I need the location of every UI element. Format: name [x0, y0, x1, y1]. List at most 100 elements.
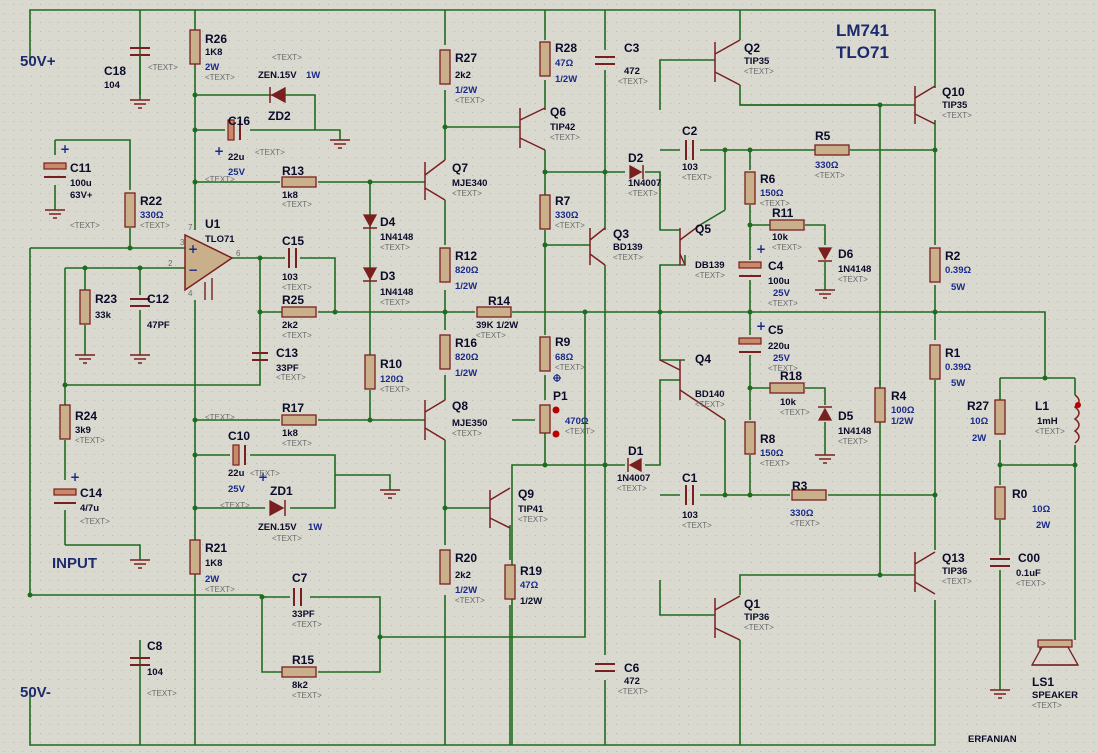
- component-text: <TEXT>: [565, 427, 595, 436]
- component-text: <TEXT>: [282, 331, 312, 340]
- r6-label: R6: [760, 172, 776, 186]
- component-text: 820Ω: [455, 352, 479, 363]
- r28-body: [539, 41, 551, 77]
- component-text: 0.39Ω: [945, 265, 971, 276]
- component-text: 820Ω: [455, 265, 479, 276]
- component-text: 8k2: [292, 680, 308, 691]
- component-text: 6: [236, 249, 241, 258]
- component-text: 33PF: [292, 609, 315, 620]
- component-text: <TEXT>: [148, 63, 178, 72]
- component-text: 22u: [228, 468, 245, 479]
- r23-label: R23: [95, 292, 117, 306]
- component-text: 10k: [780, 397, 797, 408]
- r7-body: [539, 194, 551, 230]
- component-text: <TEXT>: [744, 67, 774, 76]
- d1-label: D1: [628, 444, 644, 458]
- u1-label: U1: [205, 217, 221, 231]
- component-text: 472: [624, 676, 640, 687]
- c16-label: C16: [228, 114, 250, 128]
- component-text: 2W: [205, 62, 219, 73]
- component-text: −: [188, 263, 198, 277]
- r13-body: [281, 176, 317, 188]
- component-text: 470Ω: [565, 416, 589, 427]
- r0-label: R0: [1012, 487, 1028, 501]
- component-text: +: [756, 242, 766, 256]
- d6-label: D6: [838, 247, 854, 261]
- r21-body: [189, 539, 201, 575]
- component-text: 5W: [951, 282, 965, 293]
- c1-label: C1: [682, 471, 698, 485]
- component-text: 1/2W: [455, 368, 477, 379]
- component-text: <TEXT>: [628, 189, 658, 198]
- r0-body: [994, 486, 1006, 520]
- component-text: <TEXT>: [768, 299, 798, 308]
- p1-label: P1: [553, 389, 568, 403]
- component-text: 4: [188, 289, 193, 298]
- c18-label: C18: [104, 64, 126, 78]
- component-text: <TEXT>: [455, 96, 485, 105]
- component-text: <TEXT>: [744, 623, 774, 632]
- c5-label: C5: [768, 323, 784, 337]
- component-text: ZEN.15V: [258, 522, 297, 533]
- d2-label: D2: [628, 151, 644, 165]
- component-text: <TEXT>: [380, 298, 410, 307]
- component-text: 104: [147, 667, 164, 678]
- labels: LM741 TLO71 50V+ 50V- INPUT ERFANIAN + +…: [20, 21, 1078, 745]
- inductor-l1-coil: [1073, 394, 1081, 444]
- component-text: <TEXT>: [682, 173, 712, 182]
- component-text: <TEXT>: [772, 243, 802, 252]
- input-label: INPUT: [52, 555, 97, 572]
- component-text: SPEAKER: [1032, 690, 1078, 701]
- component-text: <TEXT>: [452, 429, 482, 438]
- component-text: <TEXT>: [80, 517, 110, 526]
- positive-rail-label: 50V+: [20, 53, 56, 70]
- component-text: 1/2W: [455, 585, 477, 596]
- r25-label: R25: [282, 293, 304, 307]
- component-text: MJE340: [452, 178, 487, 189]
- component-text: TIP36: [942, 566, 967, 577]
- r14-body: [476, 306, 512, 318]
- q3-label: Q3: [613, 227, 629, 241]
- component-text: +: [756, 319, 766, 333]
- component-text: TIP42: [550, 122, 575, 133]
- component-text: 0.1uF: [1016, 568, 1041, 579]
- component-text: 1/2W: [520, 596, 542, 607]
- component-text: 39K 1/2W: [476, 320, 518, 331]
- r17-label: R17: [282, 401, 304, 415]
- component-text: 120Ω: [380, 374, 404, 385]
- component-text: <TEXT>: [1032, 701, 1062, 710]
- component-text: 103: [682, 510, 698, 521]
- component-text: 100u: [768, 276, 790, 287]
- component-text: <TEXT>: [1016, 579, 1046, 588]
- q7-label: Q7: [452, 161, 468, 175]
- zd2-label: ZD2: [268, 109, 291, 123]
- component-text: <TEXT>: [768, 364, 798, 373]
- component-text: <TEXT>: [617, 484, 647, 493]
- component-text: 22u: [228, 152, 245, 163]
- r8-body: [744, 421, 756, 455]
- component-text: 1/2W: [555, 74, 577, 85]
- c2-label: C2: [682, 124, 698, 138]
- component-text: 103: [682, 162, 698, 173]
- q2-label: Q2: [744, 41, 760, 55]
- component-text: 220u: [768, 341, 790, 352]
- component-text: MJE350: [452, 418, 487, 429]
- r6-body: [744, 171, 756, 205]
- component-text: 1k8: [282, 428, 298, 439]
- component-text: <TEXT>: [272, 53, 302, 62]
- r14-label: R14: [488, 294, 510, 308]
- r2-body: [929, 247, 941, 283]
- component-text: <TEXT>: [942, 111, 972, 120]
- q6-label: Q6: [550, 105, 566, 119]
- r2-label: R2: [945, 249, 961, 263]
- c00-label: C00: [1018, 551, 1040, 565]
- component-text: 1K8: [205, 558, 222, 569]
- component-text: <TEXT>: [380, 385, 410, 394]
- component-text: <TEXT>: [790, 519, 820, 528]
- component-text: <TEXT>: [272, 534, 302, 543]
- r12-body: [439, 247, 451, 283]
- component-text: <TEXT>: [838, 437, 868, 446]
- r22-body: [124, 192, 136, 228]
- component-text: <TEXT>: [815, 171, 845, 180]
- component-text: 3k9: [75, 425, 91, 436]
